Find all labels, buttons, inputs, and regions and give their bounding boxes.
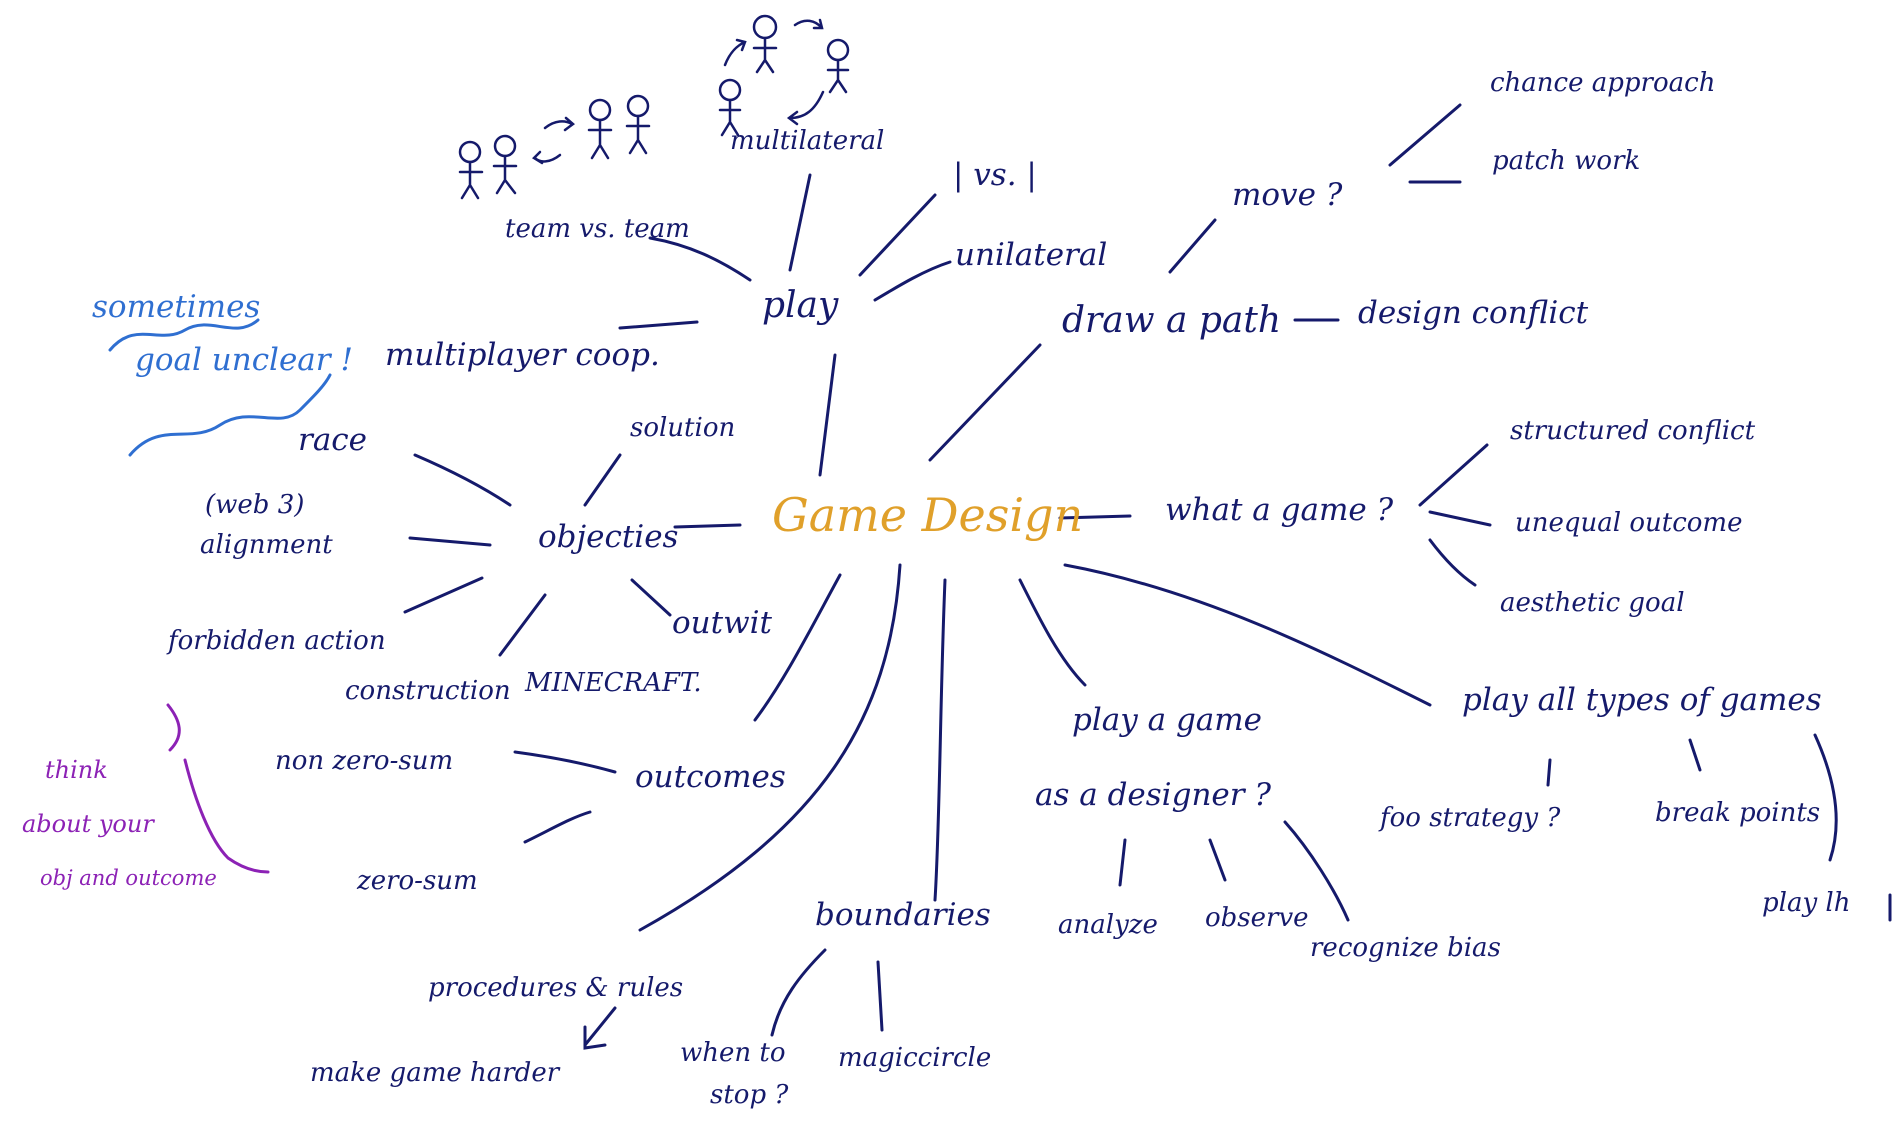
edge-play-teamvsteam — [648, 236, 752, 282]
design-conflict-label: design conflict — [1358, 295, 1589, 331]
edge-center-designer — [1018, 578, 1087, 687]
minecraft-label: MINECRAFT. — [525, 668, 702, 698]
edge-outcomes-nonzero — [513, 750, 617, 774]
blue-squiggle-2 — [128, 373, 332, 457]
edge-obj-outwit — [630, 578, 672, 617]
multiplayer-coop-label: multiplayer coop. — [385, 337, 660, 373]
construction-label: construction — [345, 676, 511, 706]
edge-center-procedures — [638, 563, 902, 932]
draw-a-path-node: draw a path — [1062, 300, 1282, 341]
edge-obj-alignment — [408, 536, 492, 547]
note-think: think — [45, 756, 108, 784]
what-a-game-node: what a game ? — [1165, 492, 1394, 528]
edge-outcomes-zero — [523, 810, 592, 844]
zero-sum-label: zero-sum — [357, 866, 478, 896]
edge-designer-observe — [1208, 838, 1227, 882]
play-a-game-line1: play a game — [1072, 702, 1263, 738]
edge-play-unilateral — [873, 260, 952, 302]
edge-center-playall — [1063, 563, 1432, 707]
multilateral-label: multilateral — [730, 126, 885, 156]
edge-designer-analyze — [1118, 838, 1127, 887]
stop-label: stop ? — [710, 1080, 789, 1110]
when-to-label: when to — [680, 1038, 786, 1068]
analyze-label: analyze — [1058, 910, 1158, 940]
alignment-line2: alignment — [200, 530, 333, 560]
edge-play-multilateral — [788, 173, 812, 272]
edge-path-move — [1168, 218, 1217, 274]
aesthetic-goal-label: aesthetic goal — [1500, 588, 1685, 618]
boundaries-node: boundaries — [815, 897, 991, 933]
edge-playall-break — [1688, 738, 1702, 772]
purple-brace — [166, 703, 270, 874]
observe-label: observe — [1205, 903, 1309, 933]
move-label: move ? — [1232, 177, 1343, 213]
vs-label: | vs. | — [953, 157, 1037, 193]
center-node-game-design: Game Design — [772, 488, 1084, 542]
blue-squiggle-1 — [108, 318, 260, 352]
edge-move-branch — [1388, 103, 1462, 167]
note-about-your: about your — [22, 810, 154, 838]
arrowhead-procedures-harder — [583, 1025, 607, 1050]
edge-center-boundaries — [933, 578, 947, 902]
solution-label: solution — [630, 413, 736, 443]
edge-play-vs — [858, 193, 937, 277]
edge-center-drawpath — [928, 343, 1042, 462]
edge-obj-race — [413, 453, 512, 507]
edge-center-play — [818, 353, 837, 477]
stick-figures-sketch — [458, 14, 850, 200]
break-points-label: break points — [1655, 798, 1821, 828]
procedures-rules-node: procedures & rules — [428, 973, 684, 1003]
outcomes-node: outcomes — [635, 759, 786, 795]
edge-designer-bias — [1283, 820, 1350, 922]
play-lh-label: play lh — [1762, 888, 1851, 918]
chance-approach-label: chance approach — [1490, 68, 1716, 98]
team-vs-team-figures-icon — [455, 95, 655, 205]
edge-boundaries-when — [770, 948, 827, 1037]
edge-center-objectives — [673, 523, 742, 529]
edge-playall-foo — [1546, 758, 1552, 787]
arrow-procedures-harder — [583, 1006, 617, 1047]
play-all-types-node: play all types of games — [1462, 682, 1822, 718]
structured-conflict-label: structured conflict — [1510, 416, 1756, 446]
foo-strategy-label: foo strategy ? — [1380, 803, 1561, 833]
non-zero-sum-label: non zero-sum — [275, 746, 454, 776]
magic-circle-label: magiccircle — [838, 1043, 992, 1073]
edge-center-whatgame — [1058, 514, 1132, 520]
edge-whatgame-unequal — [1428, 510, 1492, 527]
forbidden-action-label: forbidden action — [168, 626, 386, 656]
edge-obj-solution — [583, 453, 622, 507]
note-obj-and-outcome: obj and outcome — [40, 866, 217, 890]
objectives-node: objecties — [538, 519, 679, 555]
make-game-harder-label: make game harder — [310, 1058, 560, 1088]
race-label: race — [298, 422, 368, 458]
edge-boundaries-magic — [876, 960, 884, 1032]
alignment-line1: (web 3) — [205, 490, 305, 520]
play-node: play — [762, 285, 839, 326]
edge-obj-forbidden — [403, 576, 484, 614]
edge-whatgame-structured — [1418, 443, 1489, 507]
unequal-outcome-label: unequal outcome — [1515, 508, 1743, 538]
outwit-label: outwit — [672, 605, 772, 641]
unilateral-label: unilateral — [955, 237, 1108, 273]
patchwork-label: patch work — [1492, 146, 1641, 176]
edge-obj-construction — [498, 593, 547, 657]
recognize-bias-label: recognize bias — [1310, 933, 1501, 963]
edge-whatgame-aesthetic — [1428, 538, 1477, 587]
team-vs-team-label: team vs. team — [505, 214, 690, 244]
edge-play-coop — [618, 320, 699, 330]
note-goal-unclear: goal unclear ! — [135, 342, 353, 378]
multilateral-figures-icon — [715, 10, 855, 140]
play-a-game-line2: as a designer ? — [1035, 777, 1272, 813]
note-sometimes: sometimes — [92, 289, 261, 325]
edge-playall-lh — [1813, 733, 1838, 862]
edge-center-outcomes — [753, 573, 842, 722]
